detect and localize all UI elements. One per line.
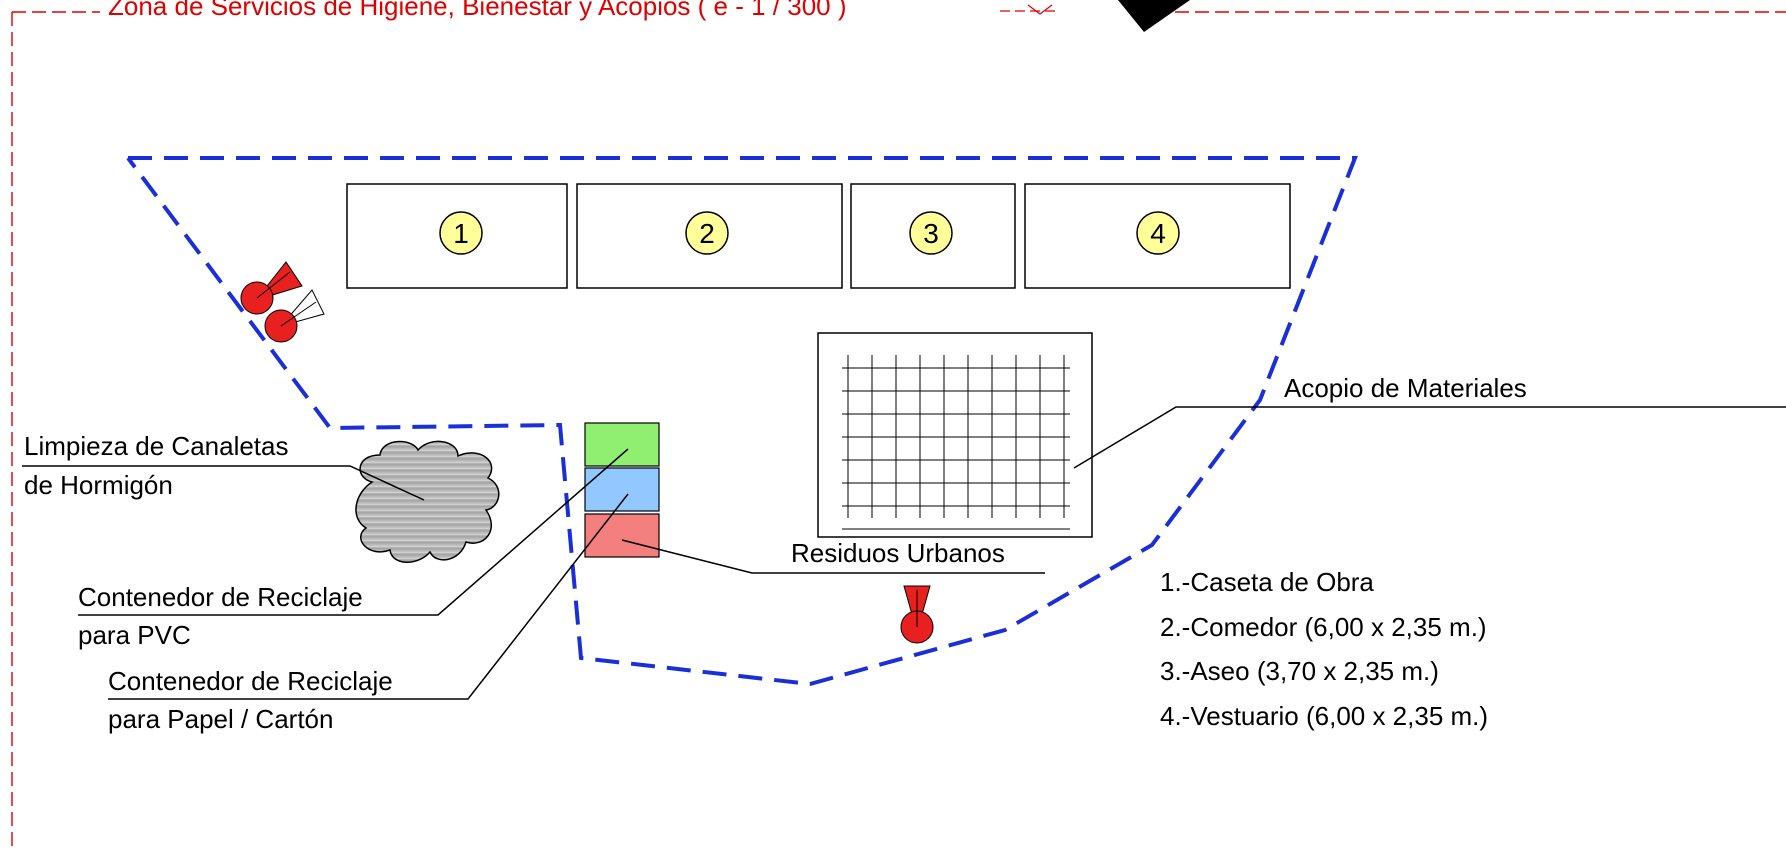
module-3-number: 3 (923, 218, 939, 249)
module-1-number: 1 (453, 218, 469, 249)
module-legend: 1.-Caseta de Obra 2.-Comedor (6,00 x 2,3… (1160, 567, 1488, 731)
urban-waste-container[interactable] (584, 513, 660, 558)
legend-item: 1.-Caseta de Obra (1160, 567, 1374, 597)
module-2-badge (685, 211, 729, 255)
material-storage-area[interactable] (817, 332, 1093, 538)
drawing-border (11, 11, 1786, 849)
residuos-leader (621, 539, 1045, 574)
limpieza-label-line1: Limpieza de Canaletas (24, 431, 289, 461)
acopio-leader (1073, 406, 1786, 469)
leader-lines (22, 406, 1786, 700)
module-row: 1 2 3 4 (346, 183, 1291, 289)
washout-cloud-icon (355, 440, 500, 563)
fire-extinguisher-icon (900, 585, 934, 644)
module-4-badge (1136, 211, 1180, 255)
module-3-badge (909, 211, 953, 255)
limpieza-label-line2: de Hormigón (24, 470, 173, 500)
pvc-recycling-container[interactable] (584, 422, 660, 467)
title-arrow-icon (1000, 4, 1060, 15)
fire-extinguisher-icon (240, 261, 303, 315)
fire-extinguisher-icon (264, 289, 325, 343)
pvc-leader (78, 448, 629, 616)
module-1-badge (439, 211, 483, 255)
page-title: Zona de Servicios de Higiene, Bienestar … (108, 0, 847, 21)
papel-label-line1: Contenedor de Reciclaje (108, 666, 393, 696)
residuos-label: Residuos Urbanos (791, 538, 1005, 568)
limpieza-leader (22, 465, 425, 501)
pvc-label-line1: Contenedor de Reciclaje (78, 582, 363, 612)
legend-item: 2.-Comedor (6,00 x 2,35 m.) (1160, 612, 1487, 642)
module-4-number: 4 (1150, 218, 1166, 249)
legend-item: 4.-Vestuario (6,00 x 2,35 m.) (1160, 701, 1488, 731)
north-arrow-icon (1118, 0, 1190, 32)
papel-label-line2: para Papel / Cartón (108, 704, 333, 734)
paper-recycling-container[interactable] (584, 467, 660, 512)
module-2-number: 2 (699, 218, 715, 249)
papel-leader (108, 493, 629, 700)
acopio-label: Acopio de Materiales (1284, 373, 1527, 403)
material-grid-icon (842, 355, 1070, 530)
pvc-label-line2: para PVC (78, 620, 191, 650)
legend-item: 3.-Aseo (3,70 x 2,35 m.) (1160, 656, 1439, 686)
